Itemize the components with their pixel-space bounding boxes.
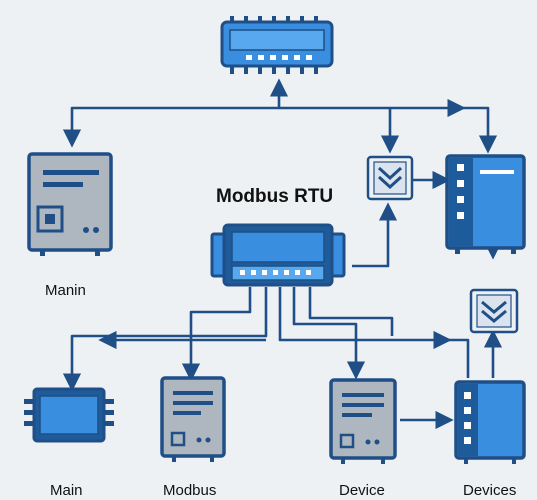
server-rack-icon[interactable] [454,380,526,464]
link-hub-to-device [292,287,366,380]
chevron-down-icon[interactable] [469,288,519,334]
link-hub-to-filter [352,202,398,268]
server-tower-icon[interactable] [160,376,226,462]
link-hub-to-modbus [181,287,252,382]
link-bus-right-drop [448,338,470,378]
circuit-module-icon[interactable] [24,387,114,443]
server-tower-icon[interactable] [329,378,397,464]
link-bus-right [278,287,452,350]
label-devices: Devices [463,482,517,499]
manin-controller-icon[interactable] [27,152,113,256]
label-main: Main [50,482,83,499]
server-rack-icon[interactable] [445,154,526,254]
label-manin: Manin [45,282,86,299]
link-hub-to-main [62,287,268,392]
link-rack-drop [462,106,498,154]
chevron-down-icon[interactable] [366,155,414,201]
modbus-rtu-hub-icon[interactable] [210,223,346,287]
label-modbus: Modbus [163,482,217,499]
top-gateway-icon[interactable] [220,16,334,74]
link-hub-aux [308,287,394,336]
diagram-title: Modbus RTU [216,186,334,207]
label-device: Device [339,482,385,499]
connection-lines [62,78,503,430]
link-to-manin [62,106,279,148]
